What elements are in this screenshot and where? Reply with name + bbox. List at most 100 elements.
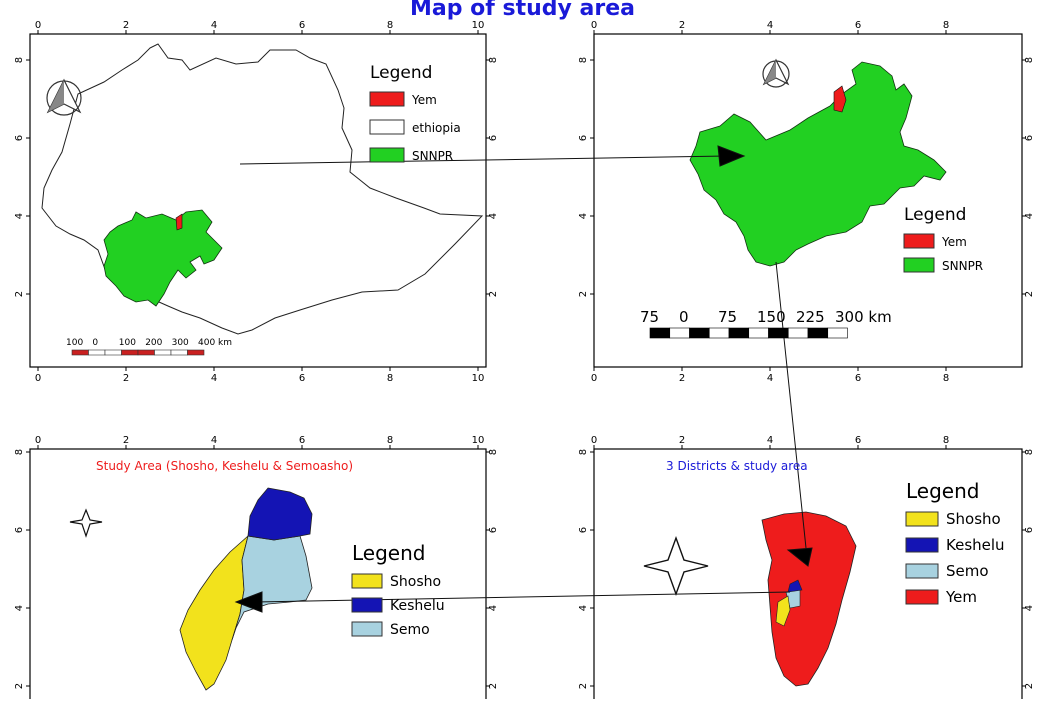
panel1-legend-swatch bbox=[369, 147, 405, 163]
panel1-xtick-label: 4 bbox=[211, 20, 217, 31]
panel3-xtick-label: 6 bbox=[299, 435, 305, 446]
panel1-ytick-label: 2 bbox=[488, 291, 499, 297]
panel2-xtick-label: 6 bbox=[855, 20, 861, 31]
panel2-legend-swatch bbox=[903, 233, 935, 249]
panel1-xtick-label: 8 bbox=[387, 20, 393, 31]
panel3-xtick-label: 0 bbox=[35, 435, 41, 446]
scale-bar-2-segment bbox=[787, 327, 809, 339]
panel4-ytick-label: 2 bbox=[1024, 683, 1035, 689]
panel2-ytick-label: 6 bbox=[578, 135, 589, 141]
scale-bar-1-label: 0 bbox=[92, 338, 98, 348]
panel2-ytick-label: 2 bbox=[578, 291, 589, 297]
panel1-ytick-label: 8 bbox=[14, 57, 25, 63]
panel4-ytick-label: 6 bbox=[578, 527, 589, 533]
keshelu-district-large bbox=[247, 487, 313, 541]
panel1-ytick-label: 6 bbox=[488, 135, 499, 141]
scale-bar-1-segment bbox=[154, 349, 172, 356]
scale-bar-2-label: 225 bbox=[796, 308, 825, 326]
arrow-line-2 bbox=[775, 261, 807, 549]
north-arrow-1-shade bbox=[48, 80, 64, 112]
yem-region-small bbox=[175, 213, 183, 231]
panel3-legend-title: Legend bbox=[352, 541, 425, 565]
panel2-ytick-label: 4 bbox=[578, 213, 589, 219]
panel4-ytick-label: 2 bbox=[578, 683, 589, 689]
panel2-xtick-label: 4 bbox=[767, 373, 773, 384]
panel4-legend-swatch bbox=[905, 537, 939, 553]
panel3-xtick-label: 10 bbox=[472, 435, 485, 446]
panel4-ytick-label: 4 bbox=[578, 605, 589, 611]
panel4-xtick-label: 6 bbox=[855, 435, 861, 446]
panel4-xtick-label: 8 bbox=[943, 435, 949, 446]
panel1-xtick-label: 6 bbox=[299, 20, 305, 31]
scale-bar-1-segment bbox=[104, 349, 122, 356]
panel4-legend-label: Yem bbox=[945, 588, 977, 606]
panel2-legend-title: Legend bbox=[904, 205, 966, 225]
panel1-xtick-label: 2 bbox=[123, 20, 129, 31]
panel3-xtick-label: 8 bbox=[387, 435, 393, 446]
panel2-ytick-label: 6 bbox=[1024, 135, 1035, 141]
panel2-xtick-label: 6 bbox=[855, 373, 861, 384]
panel3-legend-swatch bbox=[351, 597, 383, 613]
panel1-xtick-label: 6 bbox=[299, 373, 305, 384]
panel3-subtitle: Study Area (Shosho, Keshelu & Semoasho) bbox=[96, 459, 353, 473]
panel2-xtick-label: 0 bbox=[591, 20, 597, 31]
panel4-legend-swatch bbox=[905, 511, 939, 527]
panel1-legend-swatch bbox=[369, 119, 405, 135]
panel2-xtick-label: 8 bbox=[943, 373, 949, 384]
scale-bar-2-label: 75 bbox=[640, 308, 659, 326]
panel3-xtick-label: 2 bbox=[123, 435, 129, 446]
panel4-xtick-label: 0 bbox=[591, 435, 597, 446]
panel3-ytick-label: 2 bbox=[488, 683, 499, 689]
panel3-legend-swatch bbox=[351, 573, 383, 589]
scale-bar-2-segment bbox=[689, 327, 710, 339]
yem-region-large bbox=[833, 85, 847, 113]
scale-bar-1-label: 400 km bbox=[198, 338, 232, 348]
arrow-head-1 bbox=[717, 145, 746, 167]
panel1-xtick-label: 8 bbox=[387, 373, 393, 384]
panel3-ytick-label: 6 bbox=[14, 527, 25, 533]
panel1-ytick-label: 4 bbox=[488, 213, 499, 219]
panel4-xtick-label: 4 bbox=[767, 435, 773, 446]
scale-bar-2-segment bbox=[728, 327, 750, 339]
scale-bar-2-segment bbox=[807, 327, 829, 339]
scale-bar-2-segment bbox=[748, 327, 769, 339]
arrow-line-1 bbox=[239, 155, 727, 165]
shosho-district-small bbox=[775, 595, 791, 627]
panel2-ytick-label: 8 bbox=[578, 57, 589, 63]
connector-arrows bbox=[234, 145, 813, 613]
panel3-xtick-label: 4 bbox=[211, 435, 217, 446]
panel2-legend-swatch bbox=[903, 257, 935, 273]
panel4-ytick-label: 4 bbox=[1024, 605, 1035, 611]
panel3-ytick-label: 6 bbox=[488, 527, 499, 533]
yem-zone bbox=[761, 511, 857, 687]
panel2-xtick-label: 8 bbox=[943, 20, 949, 31]
panel1-legend-label: SNNPR bbox=[412, 149, 453, 163]
panel3-legend-label: Keshelu bbox=[390, 598, 445, 614]
panel2-xtick-label: 0 bbox=[591, 373, 597, 384]
arrow-head-3 bbox=[234, 591, 263, 613]
panel3-ytick-label: 4 bbox=[14, 605, 25, 611]
panel1-xtick-label: 2 bbox=[123, 373, 129, 384]
scale-bar-2-label: 300 km bbox=[835, 308, 892, 326]
scale-bar-2-label: 150 bbox=[757, 308, 786, 326]
scale-bar-2-segment bbox=[768, 327, 789, 339]
compass-star-3 bbox=[69, 508, 103, 538]
panel3-legend-swatch bbox=[351, 621, 383, 637]
panel3-ytick-label: 2 bbox=[14, 683, 25, 689]
scale-bar-2-segment bbox=[708, 327, 730, 339]
scale-bar-1-segment bbox=[170, 349, 188, 356]
panel2-xtick-label: 2 bbox=[679, 373, 685, 384]
panel4-ytick-label: 6 bbox=[1024, 527, 1035, 533]
panel1-xtick-label: 0 bbox=[35, 373, 41, 384]
panel4-subtitle: 3 Districts & study area bbox=[666, 459, 808, 473]
scale-bar-1-label: 300 bbox=[172, 338, 189, 348]
panel2-legend-label: Yem bbox=[941, 235, 967, 249]
scale-bar-1-segment bbox=[88, 349, 106, 356]
scale-bar-2-label: 75 bbox=[718, 308, 737, 326]
panel2-ytick-label: 8 bbox=[1024, 57, 1035, 63]
panel1-ytick-label: 6 bbox=[14, 135, 25, 141]
panel3-legend-label: Semo bbox=[390, 622, 430, 638]
panel4-ytick-label: 8 bbox=[1024, 449, 1035, 455]
